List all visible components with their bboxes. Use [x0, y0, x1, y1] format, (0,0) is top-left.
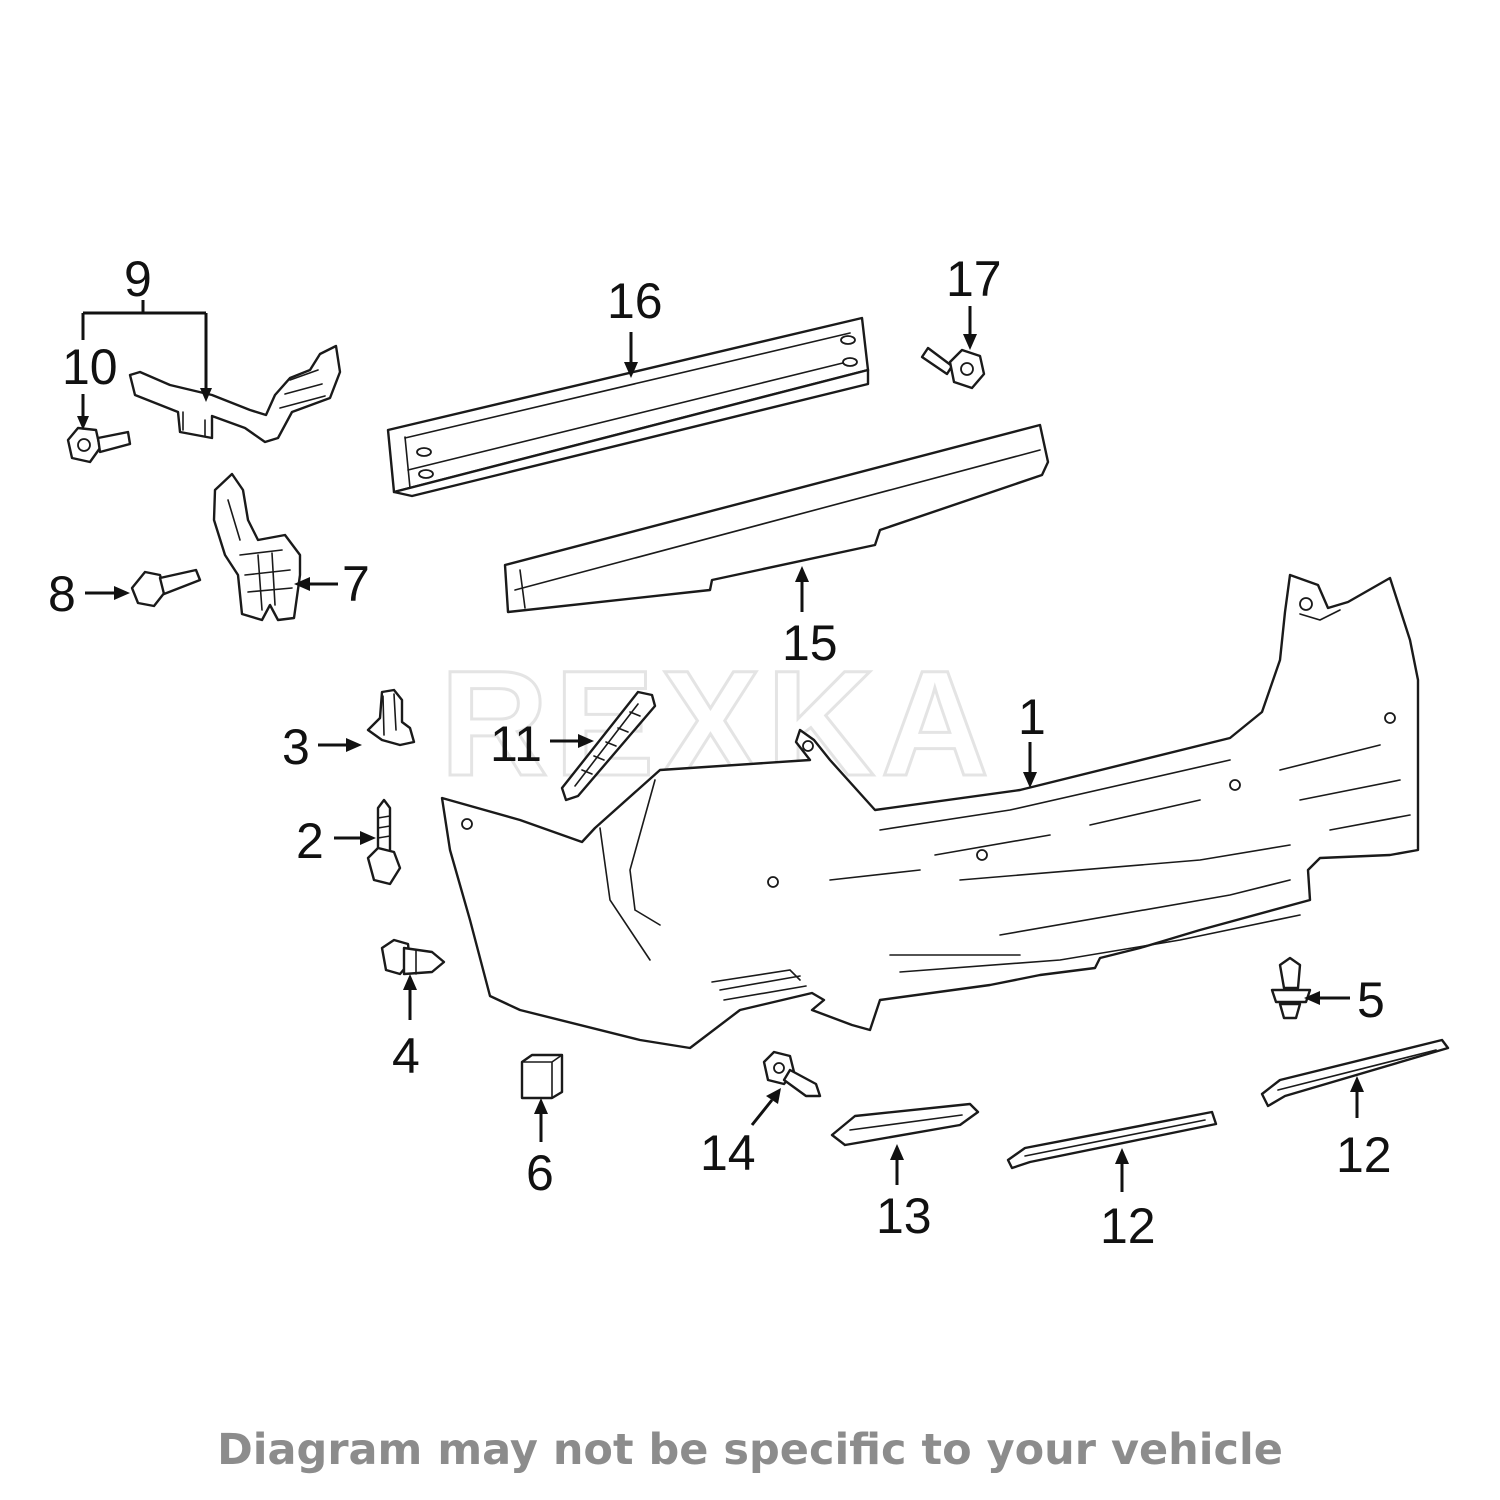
callout-9: 9: [124, 251, 152, 307]
callout-14: 14: [700, 1125, 756, 1181]
part-16-reinforcement-beam: [386, 316, 870, 498]
part-6-pad: [520, 1053, 564, 1100]
callout-7: 7: [342, 556, 370, 612]
callout-11: 11: [490, 716, 542, 772]
callout-3: 3: [282, 719, 310, 775]
part-12-molding-right: [1260, 1038, 1450, 1108]
callout-6: 6: [526, 1145, 554, 1201]
part-17-bolt: [920, 346, 986, 390]
part-13-molding: [830, 1102, 980, 1147]
part-10-bolt: [66, 426, 132, 464]
part-4-rivet: [380, 938, 446, 976]
part-9-bracket: [128, 344, 342, 444]
callout-1: 1: [1018, 689, 1046, 745]
callout-2: 2: [296, 813, 324, 869]
part-14-bolt: [762, 1050, 822, 1098]
callout-12-center: 12: [1100, 1198, 1156, 1254]
callout-16: 16: [607, 273, 663, 329]
leader-lines: [77, 300, 1364, 1192]
part-11-reflector: [560, 690, 657, 802]
callout-17: 17: [946, 251, 1002, 307]
callout-13: 13: [876, 1188, 932, 1244]
part-2-bolt: [366, 798, 402, 886]
callout-10: 10: [62, 339, 118, 395]
callout-12-right: 12: [1336, 1127, 1392, 1183]
part-3-retainer: [366, 688, 416, 747]
part-8-clip: [130, 568, 202, 608]
part-1-bumper-cover: [440, 573, 1420, 1050]
callout-15: 15: [782, 615, 838, 671]
part-7-side-bracket: [212, 472, 302, 622]
part-5-clip: [1270, 956, 1312, 1020]
disclaimer-text: Diagram may not be specific to your vehi…: [217, 1425, 1283, 1475]
callout-4: 4: [392, 1028, 420, 1084]
callout-5: 5: [1357, 972, 1385, 1028]
part-15-energy-absorber: [503, 423, 1050, 614]
callout-8: 8: [48, 566, 76, 622]
part-12-molding-center: [1006, 1110, 1218, 1170]
